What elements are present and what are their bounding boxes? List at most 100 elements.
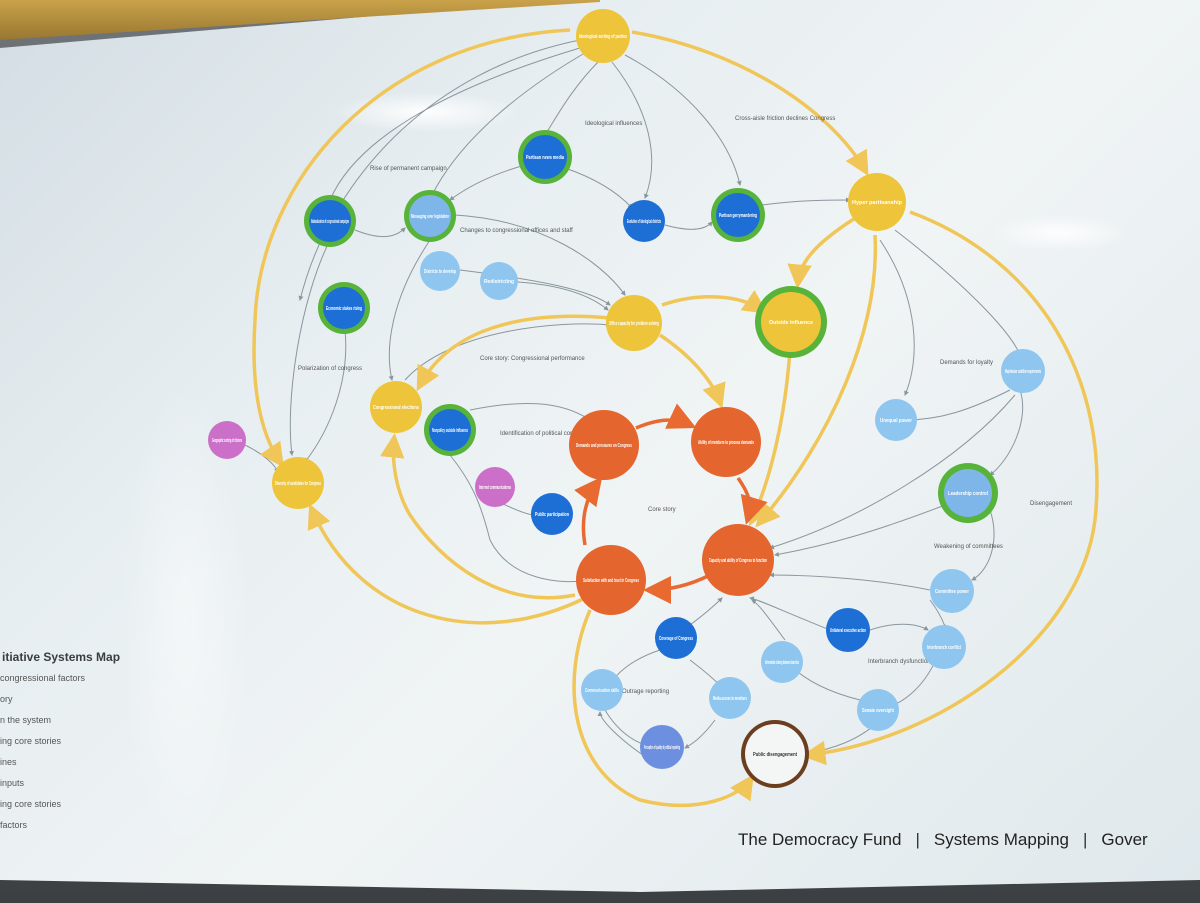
node-interbranch-conflict: Interbranch conflict: [922, 625, 966, 669]
edge: [661, 290, 768, 314]
node-label: Majoritarian coalition requirements: [1005, 369, 1041, 375]
node-label: Capacity and ability of Congress to func…: [709, 558, 767, 564]
edge: [564, 167, 633, 209]
edge: [298, 39, 581, 301]
edge: [664, 221, 713, 230]
node-nationalization: Nationalization of congressional campaig…: [304, 195, 356, 247]
edge: [769, 572, 931, 591]
node-label: Leadership control: [948, 491, 989, 497]
node-label: Ability of members to process demands: [698, 440, 754, 446]
node-label: Senate oversight: [862, 708, 894, 714]
edge: [751, 599, 786, 641]
node-label: Geographic sorting of citizens: [212, 438, 242, 444]
node-evolution-districts: Evolution of ideological districts: [623, 200, 665, 242]
legend-item: congressional factors: [0, 673, 86, 683]
node-label: Satisfaction with and trust in Congress: [583, 578, 639, 584]
edge-label-rise-of-permanent: Rise of permanent campaign: [370, 166, 447, 172]
node-perception-quality: Perception of quality of political repor…: [640, 725, 684, 769]
node-outside-influence: Outside influence: [755, 286, 827, 358]
node-demands-pressure: Demands and pressures on Congress: [569, 410, 639, 480]
edge: [749, 596, 831, 631]
node-senate-oversight: Senate oversight: [857, 689, 899, 731]
edge: [572, 609, 754, 808]
node-economic-stakes: Economic stakes rising: [318, 282, 370, 334]
legend-item: inputs: [0, 778, 25, 788]
footer-separator: |: [1083, 830, 1088, 849]
node-label: Office capacity for problem solving: [609, 321, 659, 327]
edge: [431, 49, 591, 196]
node-coverage-congress: Coverage of Congress: [655, 617, 697, 659]
edge: [869, 623, 929, 631]
node-hyper-partisanship: Hyper partisanship: [848, 173, 906, 231]
legend-item: ines: [0, 757, 17, 767]
node-label: Media access to members: [713, 696, 747, 702]
node-label: Congressional elections: [373, 405, 419, 411]
node-partisan-news: Partisan news media: [518, 130, 572, 184]
node-unilateral-executive: Unilateral executive action: [826, 608, 870, 652]
node-label: Unequal power: [880, 418, 912, 424]
edge: [774, 504, 946, 557]
light-glare: [120, 380, 250, 860]
edge: [971, 509, 995, 581]
edge: [689, 597, 723, 626]
node-label: Information sharing between branches: [765, 660, 799, 666]
edge: [761, 197, 851, 206]
node-label: Economic stakes rising: [326, 306, 362, 312]
edge: [659, 333, 726, 409]
node-label: Perception of quality of political repor…: [644, 745, 680, 751]
node-label: Unilateral executive action: [830, 628, 866, 634]
edge: [769, 394, 1016, 550]
edge: [755, 234, 878, 528]
node-nonpolicy-outside-influence: Nonpolicy outside influence: [424, 404, 476, 456]
footer-section: Systems Mapping: [933, 830, 1069, 849]
edge: [611, 61, 653, 199]
light-glare: [990, 215, 1130, 251]
node-label: Partisan news media: [526, 155, 564, 161]
node-label: Public disengagement: [753, 752, 797, 758]
node-label: Partisan gerrymandering: [719, 213, 757, 219]
node-redistricting: Redistricting: [480, 262, 518, 300]
edge: [879, 239, 915, 396]
edge-label-cross-aisle: Cross-aisle friction declines Congress: [735, 116, 835, 122]
edge: [631, 30, 869, 177]
edge: [354, 227, 406, 237]
node-label: Evolution of ideological districts: [627, 219, 661, 225]
node-public-participation: Public participation: [531, 493, 573, 535]
grey-edges: [244, 39, 1024, 761]
node-committee-power: Committee power: [930, 569, 974, 613]
node-label: Public participation: [535, 512, 569, 518]
node-public-disengagement: Public disengagement: [741, 720, 809, 788]
node-label: Ideological sorting of parties: [579, 34, 627, 40]
legend-item: factors: [0, 820, 28, 830]
edge-label-core-story: Core story: [648, 507, 676, 513]
edge: [544, 59, 601, 136]
legend-item: ory: [0, 694, 13, 704]
node-label: Messaging over legislation: [411, 214, 449, 220]
node-communication-skills: Communication skills: [581, 669, 623, 711]
edge: [684, 719, 716, 749]
edge: [307, 503, 586, 625]
light-glare: [330, 92, 520, 132]
orange-edges: [574, 403, 768, 604]
edge-label-disengagement: Disengagement: [1030, 501, 1072, 507]
footer-separator: |: [915, 830, 920, 849]
edge: [454, 214, 626, 296]
edge: [801, 210, 1099, 766]
edge: [404, 322, 611, 381]
node-label: Nonpolicy outside influence: [432, 428, 468, 434]
edge: [904, 389, 1011, 423]
node-office-capacity: Office capacity for problem solving: [606, 295, 662, 351]
node-label: Diversity of candidates for Congress: [275, 481, 321, 487]
node-internet-communications: Internet communications: [475, 467, 515, 507]
node-label: Nationalization of congressional campaig…: [311, 219, 349, 225]
edge-label-demands-loyalty: Demands for loyalty: [940, 360, 993, 366]
edge: [736, 476, 768, 525]
legend-title: itiative Systems Map: [2, 650, 121, 664]
edge-label-ideological-influences: Ideological influences: [585, 121, 642, 127]
node-label: Outside influence: [769, 320, 813, 326]
node-label: Communication skills: [585, 688, 619, 694]
node-media-access: Media access to members: [709, 677, 751, 719]
node-geographic-sorting: Geographic sorting of citizens: [208, 421, 246, 459]
edge-label-polarization: Polarization of congress: [298, 366, 362, 372]
node-majoritarian: Majoritarian coalition requirements: [1001, 349, 1045, 393]
